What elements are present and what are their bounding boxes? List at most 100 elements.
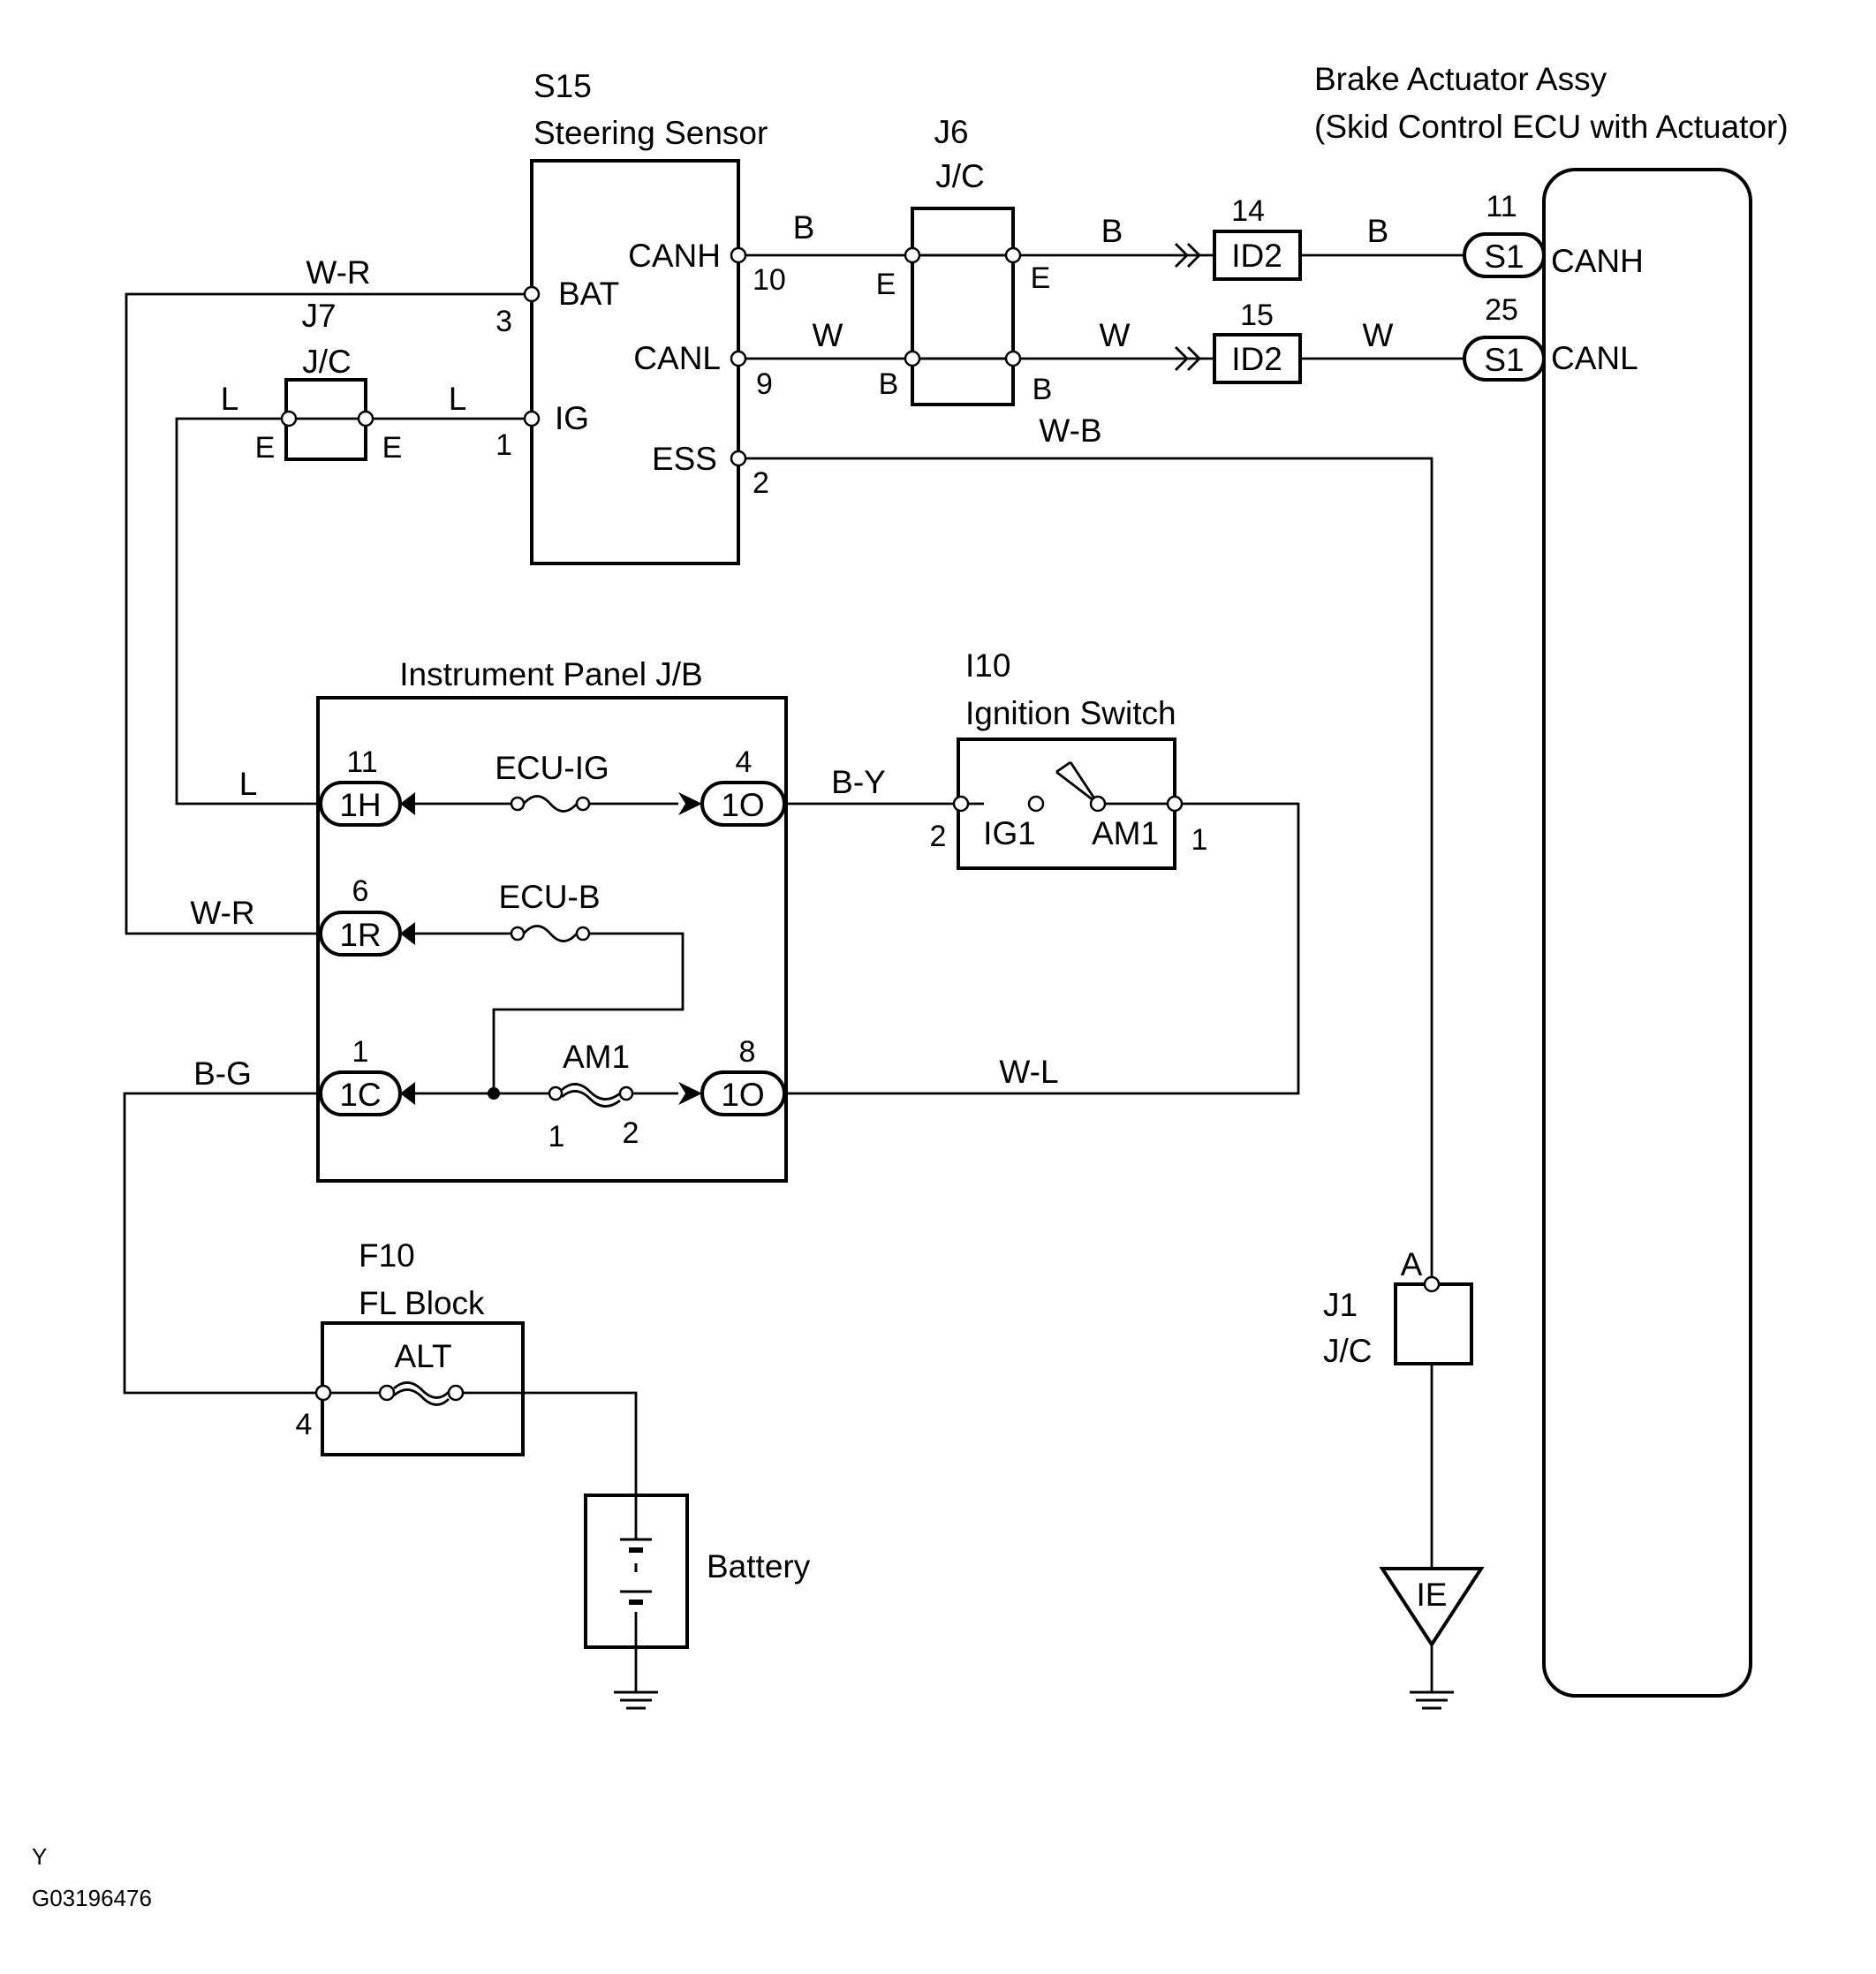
ground-ie-label: IE bbox=[1417, 1577, 1448, 1613]
brake-actuator-sub: (Skid Control ECU with Actuator) bbox=[1314, 109, 1789, 145]
connector-id2-canh: ID2 bbox=[1175, 230, 1302, 281]
wire-label-b-1: B bbox=[793, 209, 815, 246]
connector-1r-label: 1R bbox=[339, 917, 381, 953]
wire-label-l-jb: L bbox=[239, 766, 258, 802]
jb-num-8: 8 bbox=[739, 1035, 756, 1069]
jb-num-11: 11 bbox=[346, 745, 377, 779]
connector-s1-canl-label: S1 bbox=[1484, 342, 1524, 378]
connector-1h-label: 1H bbox=[339, 787, 381, 823]
ignition-pin-1: 1 bbox=[1191, 823, 1208, 857]
j7-name: J/C bbox=[302, 344, 352, 380]
fl-block-pin-4: 4 bbox=[296, 1408, 313, 1441]
splice-dot bbox=[488, 1087, 500, 1100]
battery-label: Battery bbox=[707, 1548, 811, 1584]
j6-left-bottom: B bbox=[879, 367, 899, 401]
s15-code: S15 bbox=[533, 68, 592, 104]
brake-num-canl: 25 bbox=[1485, 293, 1518, 327]
fuse-ecu-ig-icon bbox=[510, 795, 591, 813]
j6-left-top: E bbox=[876, 268, 896, 301]
wire-label-b-2: B bbox=[1101, 213, 1123, 249]
pin-nodes bbox=[280, 246, 1441, 1402]
instrument-panel-jb-box bbox=[316, 696, 788, 1183]
wires bbox=[123, 253, 1464, 1692]
jb-title: Instrument Panel J/B bbox=[399, 656, 702, 692]
fuse-am1-label: AM1 bbox=[563, 1039, 630, 1075]
wire-label-l-left: L bbox=[221, 381, 239, 417]
wire-label-l-right: L bbox=[449, 381, 467, 417]
ground-icon bbox=[1410, 1690, 1454, 1710]
s15-num-canl: 9 bbox=[756, 367, 773, 401]
jb-num-6: 6 bbox=[352, 874, 369, 908]
j1-pin-a: A bbox=[1401, 1246, 1423, 1282]
ignition-ig1: IG1 bbox=[983, 815, 1036, 851]
j6-name: J/C bbox=[935, 158, 985, 194]
wire-label-wl: W-L bbox=[999, 1054, 1058, 1090]
wire-label-by: B-Y bbox=[831, 764, 886, 800]
id2-num-top: 14 bbox=[1231, 194, 1265, 228]
id2-num-bottom: 15 bbox=[1240, 299, 1274, 332]
jb-num-4: 4 bbox=[736, 745, 753, 779]
s15-num-canh: 10 bbox=[753, 263, 786, 297]
s15-num-ig: 1 bbox=[495, 428, 512, 462]
connector-id2-canl: ID2 bbox=[1175, 333, 1302, 384]
footer-line-2: G03196476 bbox=[32, 1885, 152, 1911]
s15-pin-ess: ESS bbox=[652, 441, 717, 477]
connector-s1-canl: S1 bbox=[1463, 336, 1546, 382]
footer-line-1: Y bbox=[32, 1843, 47, 1870]
connector-1o-top: 1O bbox=[678, 781, 786, 827]
j6-jc-box bbox=[911, 207, 1015, 406]
s15-pin-ig: IG bbox=[555, 400, 589, 436]
wire-label-bg: B-G bbox=[193, 1055, 252, 1092]
ignition-pin-2: 2 bbox=[930, 820, 947, 853]
connector-id2-canh-label: ID2 bbox=[1231, 238, 1282, 274]
s15-num-bat: 3 bbox=[495, 305, 512, 338]
j7-right: E bbox=[382, 431, 403, 465]
connector-1o-bottom-label: 1O bbox=[721, 1077, 764, 1113]
connector-s1-canh-label: S1 bbox=[1484, 238, 1524, 275]
ignition-name: Ignition Switch bbox=[965, 695, 1176, 731]
j6-right-top: E bbox=[1031, 261, 1051, 295]
j6-right-bottom: B bbox=[1033, 373, 1053, 406]
wire-label-wb: W-B bbox=[1039, 412, 1101, 449]
j7-left: E bbox=[255, 431, 276, 465]
j1-name: J/C bbox=[1323, 1333, 1373, 1369]
wire-label-w-2: W bbox=[1100, 317, 1131, 353]
s15-name: Steering Sensor bbox=[533, 115, 768, 151]
j1-jc-box bbox=[1394, 1282, 1473, 1365]
fuse-ecu-b-icon bbox=[510, 925, 591, 942]
fuse-am1-pin-2: 2 bbox=[623, 1116, 639, 1150]
wire-label-b-3: B bbox=[1367, 213, 1389, 249]
brake-pin-canh: CANH bbox=[1551, 243, 1644, 279]
ground-icon bbox=[614, 1690, 658, 1710]
connector-id2-canl-label: ID2 bbox=[1231, 341, 1282, 377]
battery-icon bbox=[620, 1538, 652, 1605]
wire-label-w-3: W bbox=[1363, 317, 1394, 353]
ground-point-ie: IE bbox=[1379, 1567, 1485, 1648]
connector-s1-canh: S1 bbox=[1463, 232, 1546, 278]
fuse-alt-icon bbox=[378, 1381, 465, 1406]
connector-1o-top-label: 1O bbox=[721, 787, 764, 823]
connector-1c: 1C bbox=[319, 1070, 415, 1116]
brake-pin-canl: CANL bbox=[1551, 340, 1638, 376]
fl-block-code: F10 bbox=[359, 1237, 415, 1274]
fl-block-name: FL Block bbox=[359, 1285, 485, 1321]
brake-num-canh: 11 bbox=[1486, 190, 1517, 223]
j7-code: J7 bbox=[301, 298, 336, 334]
s15-pin-canl: CANL bbox=[633, 340, 721, 376]
brake-actuator-name: Brake Actuator Assy bbox=[1314, 61, 1607, 97]
wire-label-wr-top: W-R bbox=[306, 254, 370, 291]
connector-1r: 1R bbox=[319, 911, 415, 957]
ignition-code: I10 bbox=[965, 647, 1010, 684]
jb-num-1: 1 bbox=[352, 1035, 369, 1069]
connector-1o-bottom: 1O bbox=[678, 1070, 786, 1116]
connector-1c-label: 1C bbox=[339, 1077, 381, 1113]
connector-1h: 1H bbox=[319, 781, 415, 827]
brake-actuator-box bbox=[1542, 168, 1752, 1698]
s15-pin-canh: CANH bbox=[628, 238, 721, 274]
fuse-ecu-ig-label: ECU-IG bbox=[495, 750, 609, 786]
s15-pin-bat: BAT bbox=[558, 276, 619, 312]
fuse-am1-icon bbox=[548, 1083, 634, 1108]
j6-code: J6 bbox=[934, 114, 968, 150]
s15-num-ess: 2 bbox=[753, 466, 769, 500]
